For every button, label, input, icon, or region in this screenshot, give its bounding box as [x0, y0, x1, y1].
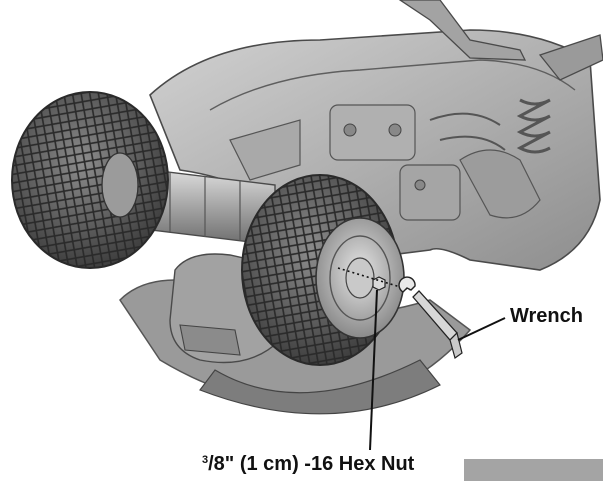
wrench-leader-line [457, 317, 506, 341]
hex-nut-label: 3/8" (1 cm) -16 Hex Nut [202, 453, 414, 476]
nut-size-text: /8" (1 cm) -16 Hex Nut [208, 453, 415, 475]
steering-bracket [398, 0, 603, 81]
wrench-label: Wrench [510, 305, 583, 327]
gray-tab-bar [464, 459, 603, 481]
wheel-hub [315, 217, 405, 339]
nut-leader-line [369, 289, 378, 451]
hex-nut-icon [372, 276, 386, 291]
wrench-icon [398, 276, 463, 359]
left-tire [11, 91, 169, 269]
nut-fraction-numerator: 3 [202, 454, 209, 466]
chassis [149, 29, 601, 271]
coil-spring [516, 98, 551, 154]
